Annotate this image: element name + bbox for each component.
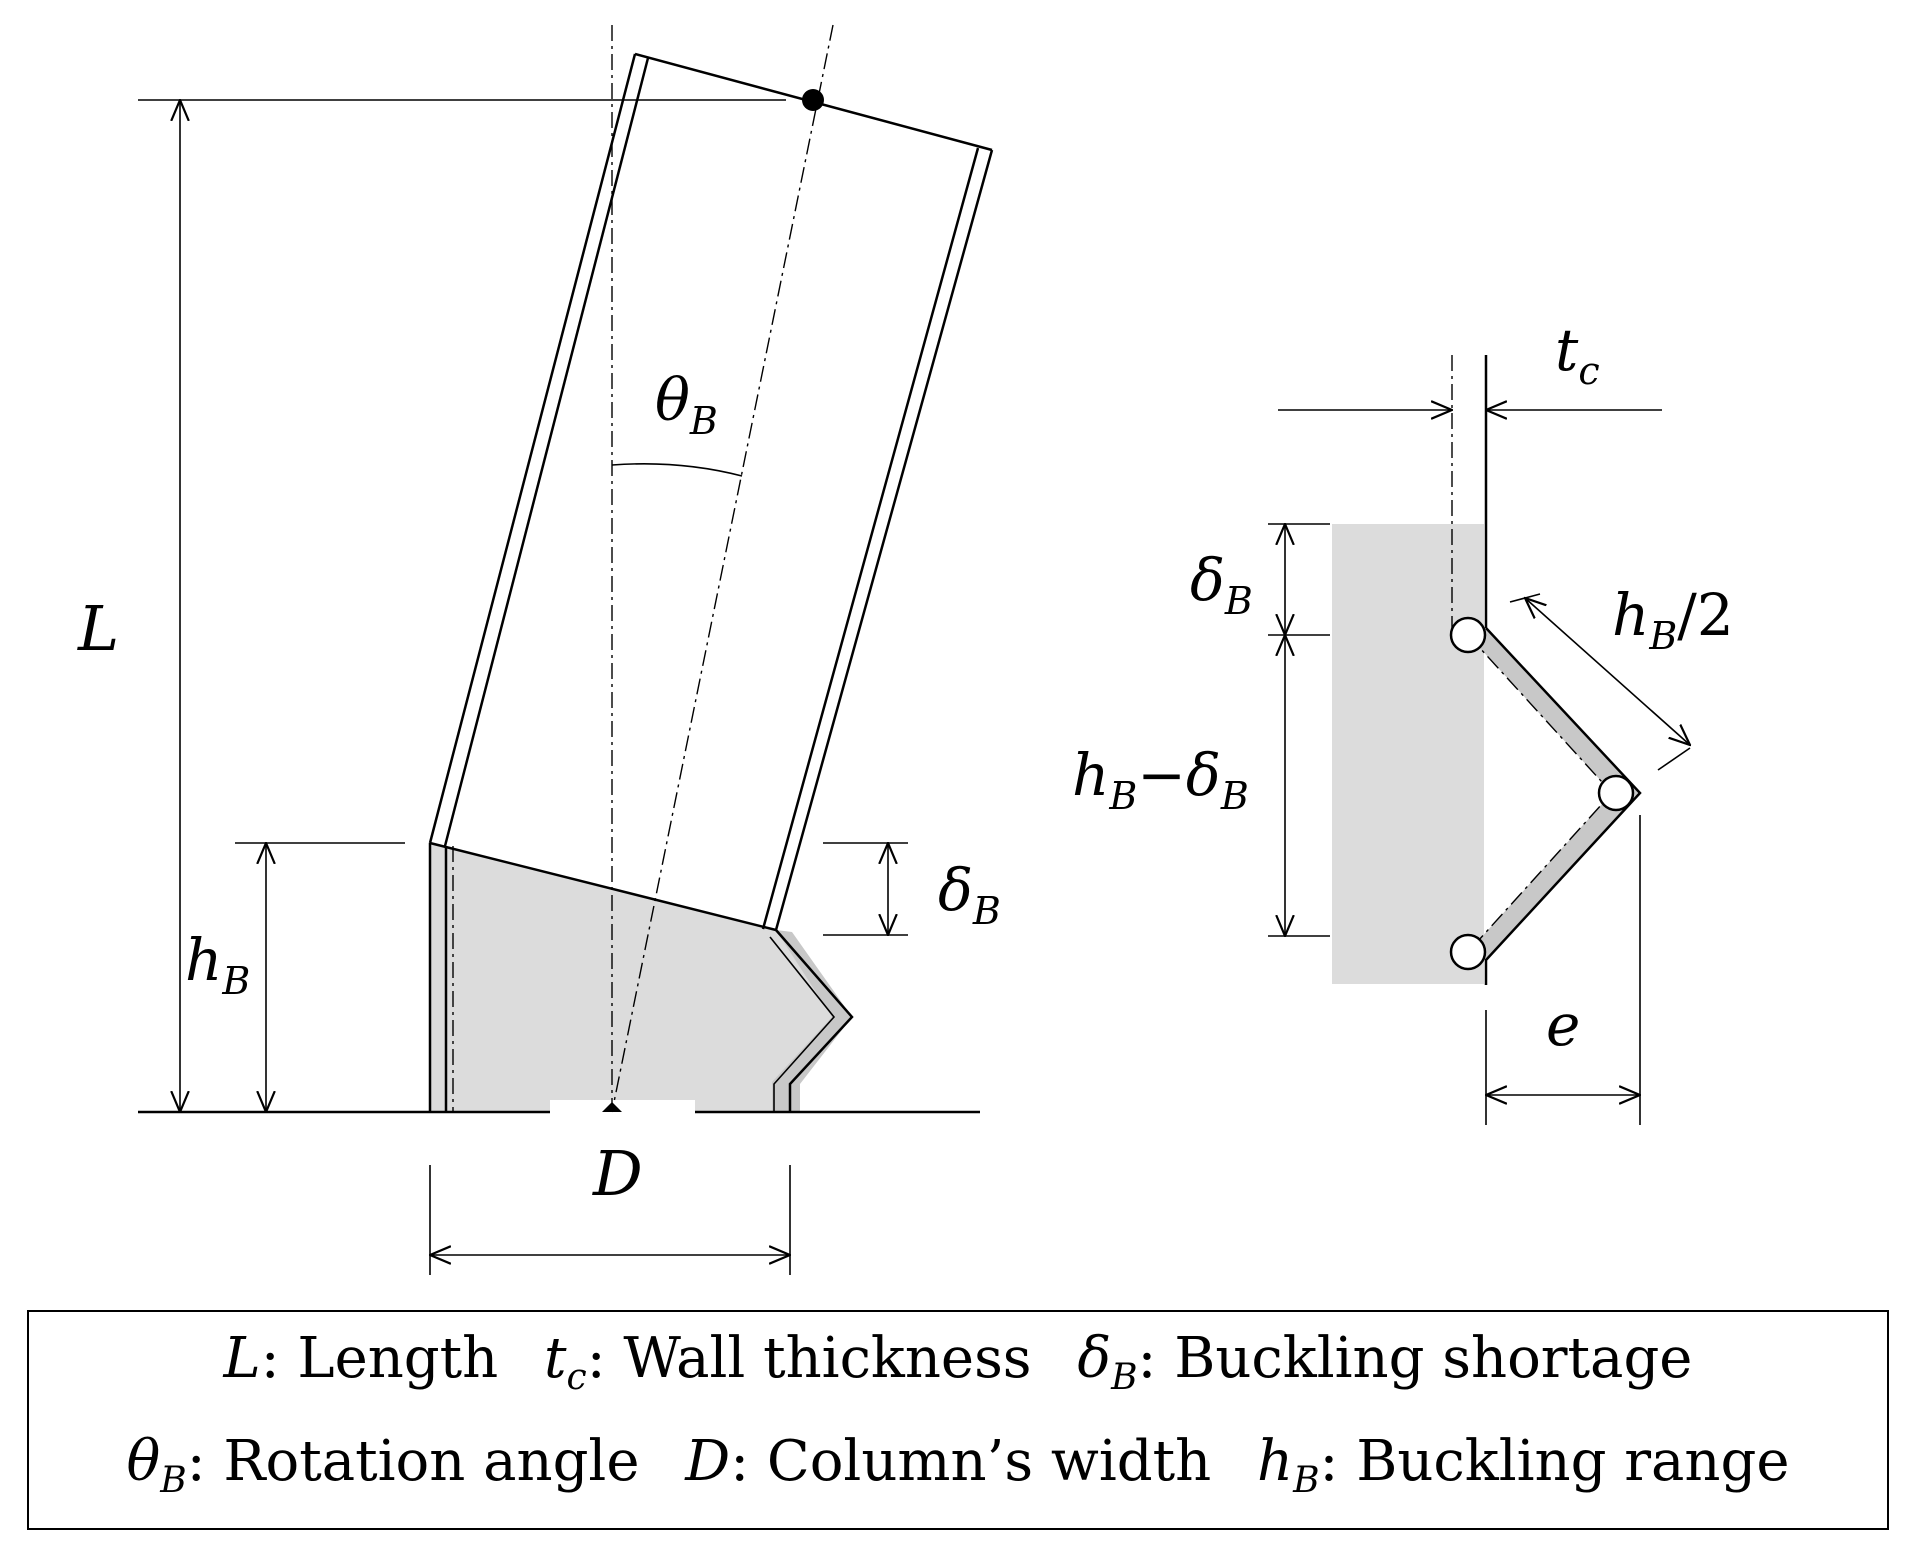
legend-item-rotation-angle: θB: Rotation angle bbox=[126, 1429, 640, 1502]
label-hB-half: hB/2 bbox=[1612, 581, 1734, 658]
label-D: D bbox=[592, 1137, 643, 1210]
column-right-wall-inner bbox=[761, 147, 980, 930]
label-deltaB-left: δB bbox=[938, 856, 1001, 933]
legend-row-2: θB: Rotation angle D: Column’s width hB:… bbox=[113, 1420, 1804, 1523]
label-e: e bbox=[1546, 991, 1580, 1059]
hinge-line bbox=[429, 841, 777, 932]
buckled-fold-inner bbox=[769, 936, 836, 1112]
legend-item-length: L: Length bbox=[223, 1325, 499, 1391]
pivot-marker bbox=[602, 1102, 622, 1112]
rotated-centerline bbox=[611, 24, 834, 1113]
left-figure: L θB hB δB D bbox=[77, 24, 1001, 1275]
buckled-fold-outer bbox=[775, 929, 854, 1112]
hBhalf-dimension bbox=[1525, 598, 1690, 745]
hinge-mid bbox=[1597, 774, 1635, 812]
label-theta: θB bbox=[655, 366, 718, 443]
column-right-wall bbox=[774, 149, 994, 931]
theta-arc bbox=[611, 463, 743, 477]
label-hB-minus-deltaB: hB−δB bbox=[1072, 741, 1249, 818]
hinge-top bbox=[1449, 616, 1487, 654]
column-left-wall-inner bbox=[443, 57, 650, 847]
legend-item-wall-thickness: tc: Wall thickness bbox=[544, 1325, 1032, 1398]
label-L: L bbox=[77, 592, 119, 665]
label-hB: hB bbox=[185, 926, 250, 1003]
legend-item-column-width: D: Column’s width bbox=[685, 1429, 1212, 1494]
right-figure: tc δB hB/2 hB−δB e bbox=[1072, 316, 1734, 1125]
hBhalf-ext-bottom bbox=[1657, 747, 1691, 771]
label-deltaB-right: δB bbox=[1190, 546, 1253, 623]
legend-item-buckling-shortage: δB: Buckling shortage bbox=[1077, 1325, 1693, 1398]
label-tc: tc bbox=[1555, 316, 1600, 393]
column-left-wall bbox=[428, 53, 637, 844]
fold-centerline bbox=[1467, 634, 1613, 953]
legend-box: L: Length tc: Wall thickness δB: Bucklin… bbox=[27, 1310, 1889, 1530]
ground-gap bbox=[550, 1100, 695, 1124]
buckled-region-right bbox=[1332, 524, 1484, 984]
legend-row-1: L: Length tc: Wall thickness δB: Bucklin… bbox=[210, 1317, 1707, 1420]
top-point-dot bbox=[802, 89, 824, 111]
buckled-wall-band bbox=[772, 930, 852, 1112]
hinge-bottom bbox=[1449, 933, 1487, 971]
legend-item-buckling-range: hB: Buckling range bbox=[1257, 1429, 1790, 1502]
